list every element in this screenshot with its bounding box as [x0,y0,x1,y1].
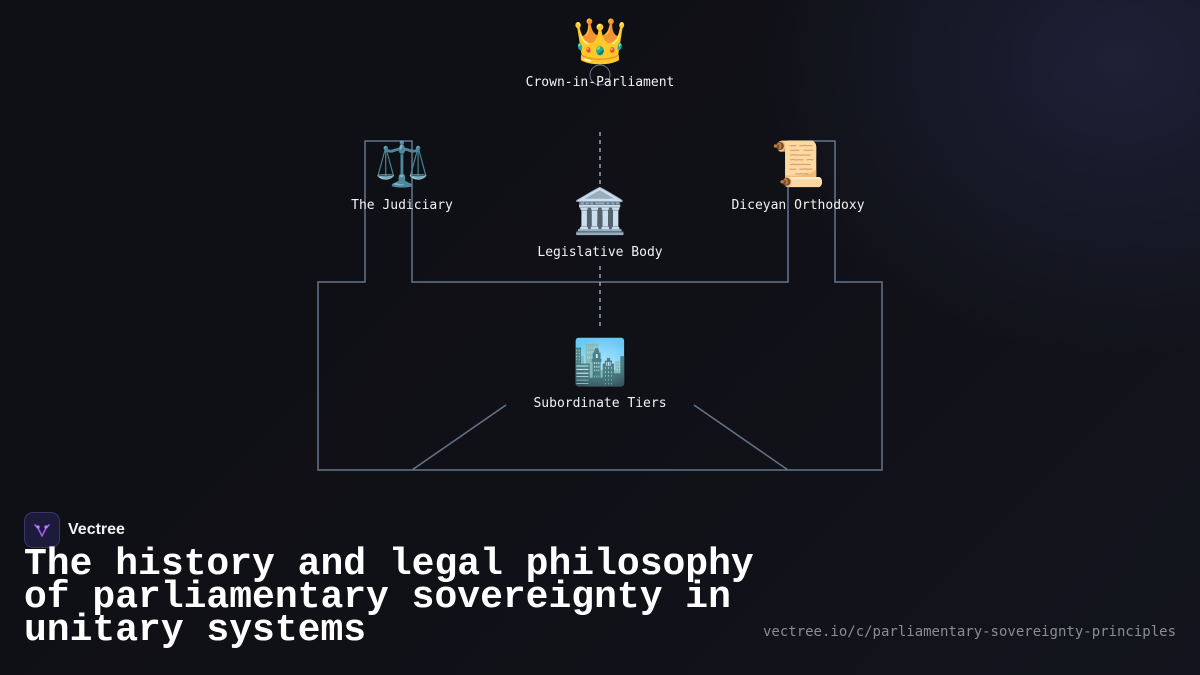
cityscape-icon: 🏙️ [572,337,628,388]
node-label: Subordinate Tiers [533,396,667,411]
node-crown-in-parliament: 👑 Crown-in-Parliament [525,16,675,91]
crown-anchor [589,64,611,86]
page-title: The history and legal philosophy of parl… [24,543,754,652]
connector-left-diagonal [411,404,507,471]
frame-outline [317,140,883,471]
connector-right-diagonal [693,404,789,471]
page-url: vectree.io/c/parliamentary-sovereignty-p… [762,624,1176,640]
scales-icon: ⚖️ [374,139,430,190]
vectree-logo-icon [24,512,60,548]
scroll-icon: 📜 [770,139,826,190]
crown-icon: 👑 [572,16,628,67]
brand: Vectree [24,512,125,548]
classical-building-icon: 🏛️ [572,186,628,237]
node-judiciary: ⚖️ The Judiciary [351,139,453,214]
node-label: Legislative Body [537,245,663,260]
brand-name: Vectree [68,521,125,538]
node-diceyan-orthodoxy: 📜 Diceyan Orthodoxy [731,139,865,214]
node-label: Diceyan Orthodoxy [731,198,865,213]
node-legislative-body: 🏛️ Legislative Body [537,186,663,261]
node-subordinate-tiers: 🏙️ Subordinate Tiers [533,337,667,412]
node-label: The Judiciary [351,198,453,213]
node-label: Crown-in-Parliament [525,75,675,90]
